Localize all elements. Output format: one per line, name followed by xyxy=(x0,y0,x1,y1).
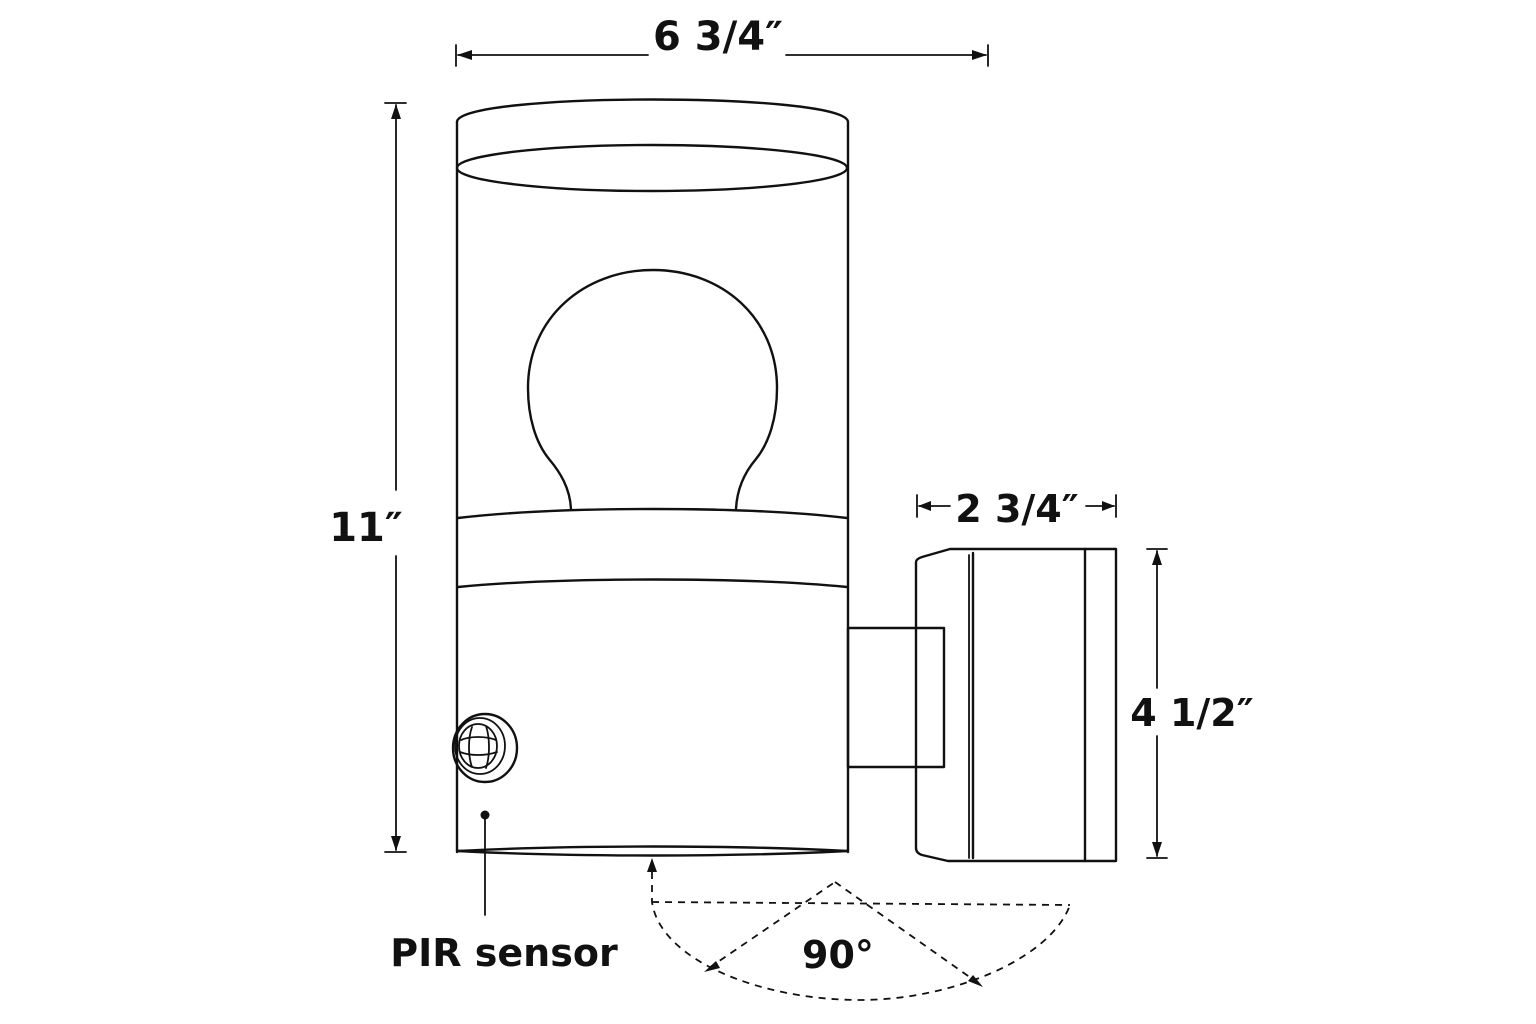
width-label: 6 3/4″ xyxy=(653,14,783,60)
pir-callout: PIR sensor xyxy=(390,810,618,975)
height-label: 11″ xyxy=(329,505,403,551)
bulb xyxy=(526,268,779,511)
pir-sensor-lens xyxy=(451,712,519,784)
height-dimension: 11″ xyxy=(329,102,407,853)
mount-depth-dimension: 2 3/4″ xyxy=(916,487,1117,531)
mount-height-dimension: 4 1/2″ xyxy=(1130,548,1254,859)
angle-label: 90° xyxy=(802,933,874,977)
mount-height-label: 4 1/2″ xyxy=(1130,691,1253,735)
wall-mount xyxy=(846,547,1118,863)
top-opening xyxy=(455,143,849,193)
detection-angle: 90° xyxy=(647,858,1071,1001)
mount-depth-label: 2 3/4″ xyxy=(955,487,1078,531)
width-dimension: 6 3/4″ xyxy=(455,14,989,67)
pir-sensor-label: PIR sensor xyxy=(390,931,618,975)
mount-arm xyxy=(846,626,946,769)
